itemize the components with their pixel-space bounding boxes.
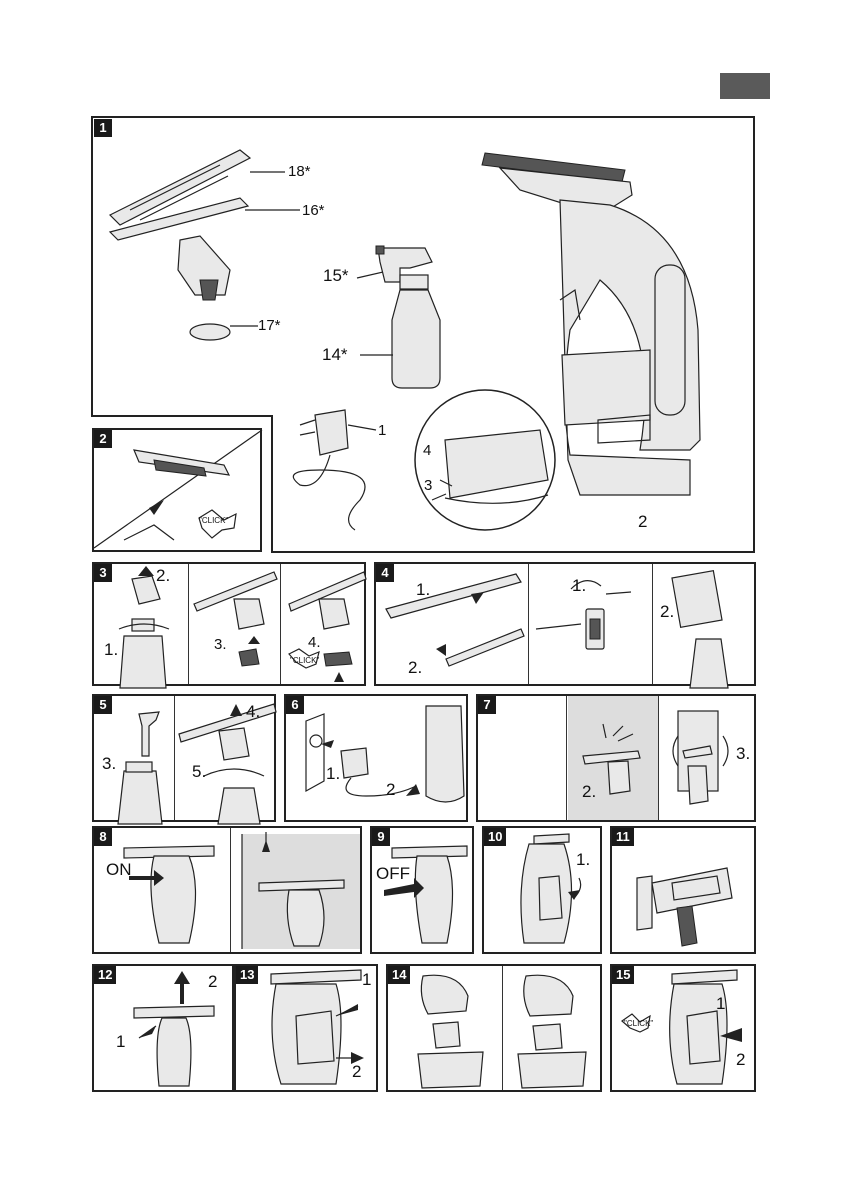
step-1b-label: 1. — [572, 576, 586, 596]
click-label: "CLICK" — [624, 1019, 653, 1028]
charging-illustration — [286, 696, 470, 824]
step-1-label: 1 — [116, 1032, 125, 1052]
step-2-label: 2 — [386, 780, 395, 800]
step-2-label: 2. — [582, 782, 596, 802]
panel-8: 8 ON — [92, 826, 362, 954]
panel-10: 10 1. — [482, 826, 602, 954]
panel-6: 6 1. 2 — [284, 694, 468, 822]
panel-5: 5 3. 4. 5. — [92, 694, 276, 822]
panel-12: 12 1 2 — [92, 964, 234, 1092]
step-1-label: 1. — [576, 850, 590, 870]
empty-tank-illustration — [484, 828, 604, 956]
step-4-label: 4. — [308, 634, 321, 651]
label-part-2: 2 — [638, 512, 647, 532]
step-2-label: 2. — [156, 566, 170, 586]
reattach-tank-illustration — [612, 966, 758, 1094]
step-2-label: 2 — [208, 972, 217, 992]
panel-14: 14 — [386, 964, 602, 1092]
step-5-label: 5. — [192, 762, 206, 782]
panel-7: 7 2. 3. — [476, 694, 756, 822]
click-label: "CLICK" — [290, 656, 319, 665]
panel-15: 15 1 2 "CLICK" — [610, 964, 756, 1092]
panel-13: 13 1 2 — [234, 964, 378, 1092]
panel-4: 4 1. 2. 1. 2. — [374, 562, 756, 686]
panel-3: 3 1. 2. 3. 4. "CLICK" — [92, 562, 366, 686]
step-4-label: 4. — [246, 702, 260, 722]
on-label: ON — [106, 860, 132, 880]
step-2-label: 2 — [352, 1062, 361, 1082]
step-3-label: 3. — [102, 754, 116, 774]
step-2a-label: 2. — [408, 658, 422, 678]
step-3-label: 3. — [214, 636, 227, 653]
step-2b-label: 2. — [660, 602, 674, 622]
step-1-label: 1. — [104, 640, 118, 660]
step-2-label: 2 — [736, 1050, 745, 1070]
spray-clean-illustration — [478, 696, 758, 824]
panel-2: 2 "CLICK" — [92, 428, 262, 552]
click-label: "CLICK" — [199, 516, 228, 525]
panel-11: 11 — [610, 826, 756, 954]
step-3-label: 3. — [736, 744, 750, 764]
tank-parts-illustration — [388, 966, 604, 1094]
step-1a-label: 1. — [416, 580, 430, 600]
off-label: OFF — [376, 864, 410, 884]
filter-steps-illustration — [94, 564, 368, 688]
step-1-label: 1. — [326, 764, 340, 784]
microfibre-steps-illustration — [376, 564, 758, 688]
switch-off-illustration — [372, 828, 476, 956]
panel-9: 9 OFF — [370, 826, 474, 954]
blade-attach-illustration — [94, 430, 264, 554]
switch-on-illustration — [94, 828, 364, 956]
wipe-clean-illustration — [612, 828, 758, 956]
step-1-label: 1 — [362, 970, 371, 990]
step-1-label: 1 — [716, 994, 725, 1014]
